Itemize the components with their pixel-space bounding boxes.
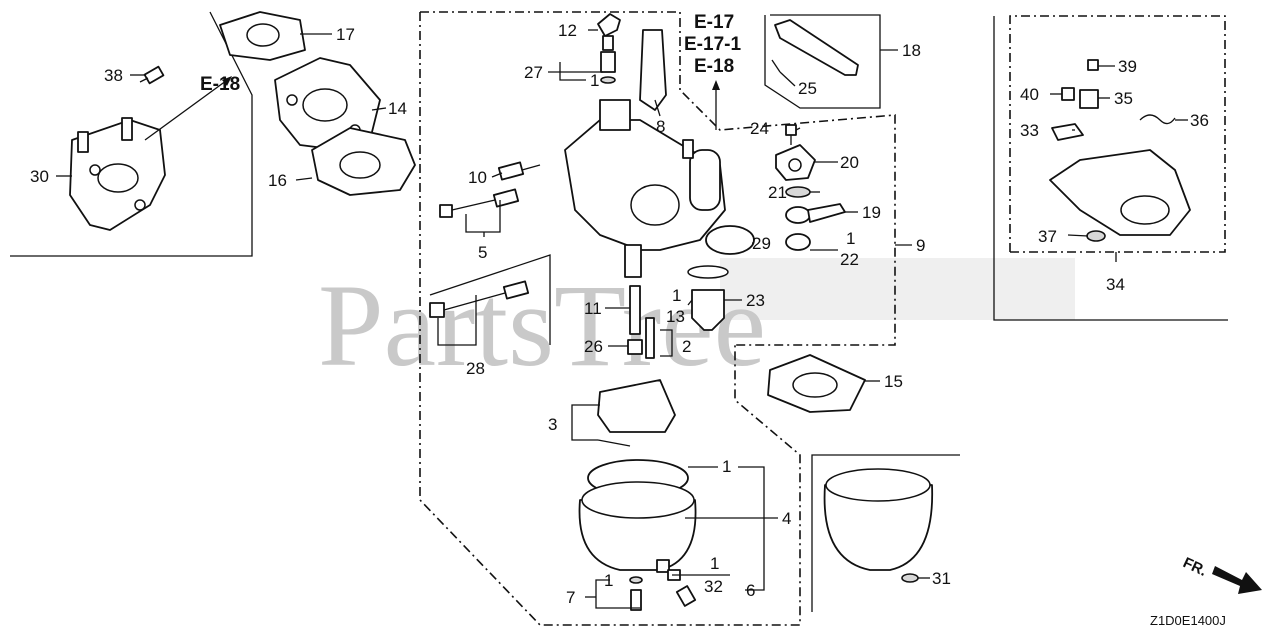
part-19-plunger [785,203,846,224]
ref-e18-left: E-18 [200,74,240,95]
part-21-seal [785,186,811,198]
callout-8: 8 [656,117,665,136]
part-38-dowel-pin [143,65,165,85]
watermark: PartsTree [318,258,1075,391]
callout-21: 21 [768,183,787,202]
part-4-float-bowl [578,481,697,573]
part-7-bolt [629,576,643,611]
part-14-insulator [274,57,381,151]
part-15-gasket [767,354,866,413]
part-25-spring [771,59,781,73]
carburetor-assembly-group [419,11,896,626]
callout-23: 23 [746,291,765,310]
part-35-nut [1079,89,1099,109]
callout-14: 14 [388,99,407,118]
part-11-nozzle [629,285,641,335]
callout-15: 15 [884,372,903,391]
callout-4: 4 [782,509,791,528]
callout-36: 36 [1190,111,1209,130]
front-marker-text: FR. [1180,554,1209,580]
watermark-text: PartsTree [318,260,766,391]
part-5-screw-spring [439,188,520,218]
callout-20: 20 [840,153,859,172]
part-24-screw [785,124,797,145]
callout-34: 34 [1106,275,1125,294]
part-39-screw [1087,59,1099,71]
callout-13: 13 [666,307,685,326]
callout-30: 30 [30,167,49,186]
bowl-alt [823,468,934,571]
part-2-valve [645,317,655,359]
part-16-gasket [311,127,416,196]
callout-1d: 1 [604,571,613,590]
part-30-insulator [69,117,166,231]
callout-31: 31 [932,569,951,588]
part-26-jet [627,339,643,355]
callout-40: 40 [1020,85,1039,104]
part-22-valve [785,233,811,251]
callout-2: 2 [682,337,691,356]
part-18-lever [774,19,859,76]
callout-7: 7 [566,588,575,607]
callout-labels: 17 14 16 30 38 E-18 12 27 1 8 E-17 E-17-… [30,12,1209,607]
front-marker: FR. [1180,554,1262,594]
callout-27: 27 [524,63,543,82]
diagram-code: Z1D0E1400J [1150,613,1226,628]
callout-11: 11 [584,299,602,318]
leader-lines [56,29,1188,609]
callout-3: 3 [548,415,557,434]
callout-29: 29 [752,234,771,253]
bottom-right-bowl-group [811,454,960,612]
callout-35: 35 [1114,89,1133,108]
part-34-bracket [1049,149,1191,236]
callout-19: 19 [862,203,881,222]
ref-e18-top: E-18 [694,56,734,77]
part-23-float [687,265,729,331]
callout-6: 6 [746,581,755,600]
callout-17: 17 [336,25,355,44]
carburetor-body [564,99,726,278]
left-gasket-group [10,11,416,257]
part-27-screw [600,51,616,84]
part-12-knob [597,13,621,51]
part-17-gasket [219,11,306,61]
part-28-screw-spring [429,280,530,318]
part-10-screw [497,161,541,181]
part-8-lever [639,29,667,111]
callout-39: 39 [1118,57,1137,76]
ref-e17-1: E-17-1 [684,34,741,55]
part-29-valve-seat [705,225,755,255]
callout-10: 10 [468,168,487,187]
callout-22: 22 [840,250,859,269]
part-3-float [597,379,676,447]
callout-32: 32 [704,577,723,596]
part-20-cover [775,144,816,181]
callout-18: 18 [902,41,921,60]
ref-e17: E-17 [694,12,734,33]
callout-5: 5 [478,243,487,262]
callout-1e: 1 [672,286,681,305]
callout-9: 9 [916,236,925,255]
callout-1f: 1 [846,229,855,248]
part-40-screw [1061,87,1075,101]
callout-1c: 1 [710,554,719,573]
callout-25: 25 [798,79,817,98]
callout-38: 38 [104,66,123,85]
callout-26: 26 [584,337,603,356]
part-37-clip [1086,230,1106,242]
callout-28: 28 [466,359,485,378]
callout-1b: 1 [722,457,731,476]
callout-33: 33 [1020,121,1039,140]
callout-16: 16 [268,171,287,190]
callout-12: 12 [558,21,577,40]
part-36-spring [1139,114,1176,125]
callout-37: 37 [1038,227,1057,246]
right-assembly-group [993,15,1228,321]
callout-1a: 1 [590,71,599,90]
part-31-washer [901,573,919,583]
callout-24: 24 [750,119,769,138]
part-33-clip [1051,123,1084,141]
